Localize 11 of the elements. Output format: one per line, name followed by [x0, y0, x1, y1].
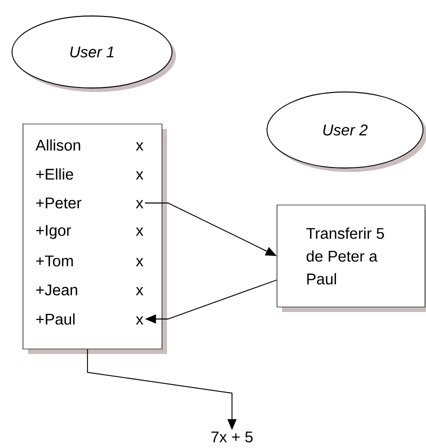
- list-row: +Jean x: [36, 284, 144, 296]
- node-label: User 2: [323, 124, 368, 136]
- list-row: +Paul x: [36, 313, 144, 325]
- list-row: +Tom x: [36, 256, 144, 266]
- list-row: +Ellie x: [36, 168, 144, 180]
- list-row: +Igor x: [36, 225, 144, 239]
- result-text: 7x + 5: [211, 432, 253, 442]
- list-row: +Peter x: [36, 198, 144, 208]
- list-row: Allison x: [36, 139, 144, 151]
- process-box: Transferir 5 de Peter a Paul: [276, 204, 426, 312]
- list-box: [22, 124, 167, 354]
